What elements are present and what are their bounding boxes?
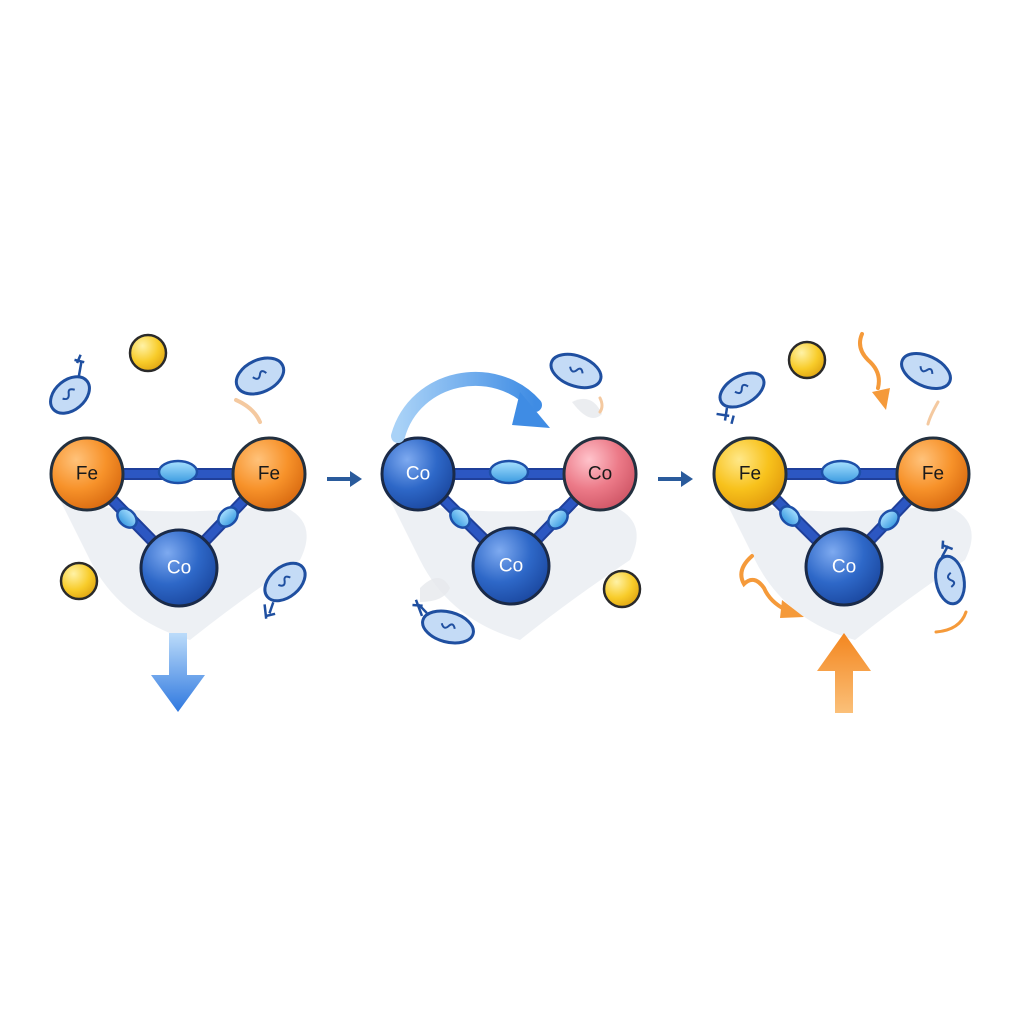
atom-label: Fe [258, 464, 280, 485]
bond-links [779, 459, 900, 531]
right-arrow-icon [658, 471, 693, 487]
atom-label: Co [832, 557, 856, 578]
down-arrow-icon [151, 633, 205, 712]
microbe-icon [934, 540, 966, 606]
yellow-particle [128, 333, 168, 373]
atom-co-bottom: Co [139, 528, 219, 608]
squiggle-arrow-icon [858, 332, 890, 410]
stage-2: Co Co Co [380, 352, 642, 645]
atom-label: Co [167, 558, 191, 579]
bond-links [449, 459, 569, 530]
microbe-icon [900, 352, 952, 390]
microbe-icon [549, 352, 603, 390]
yellow-particle [59, 561, 99, 601]
right-arrow-icon [327, 471, 362, 487]
atom-fe-right: Fe [231, 436, 307, 512]
motion-trail [598, 396, 604, 414]
microbe-icon [234, 356, 286, 396]
microbe-icon [263, 561, 307, 619]
atom-fe-left: Fe [49, 436, 125, 512]
curved-arrow-icon [391, 371, 550, 443]
atom-label: Fe [922, 464, 944, 485]
atom-co-bottom: Co [471, 526, 551, 606]
microbe-icon [716, 371, 766, 425]
atom-fe-right: Fe [895, 436, 971, 512]
microbe-icon [412, 599, 475, 645]
atom-label: Fe [739, 464, 761, 485]
bond-links [116, 459, 239, 529]
atom-label: Co [406, 464, 430, 485]
yellow-particle [787, 340, 827, 380]
stage-1: Fe Fe Co [49, 333, 307, 712]
stage-3: Fe Fe Co [712, 332, 972, 713]
atom-label: Fe [76, 464, 98, 485]
atom-label: Co [499, 556, 523, 577]
motion-trail [934, 610, 968, 634]
squiggle-arrow-icon [739, 554, 804, 618]
motion-trail [572, 398, 602, 418]
atom-fe-left: Fe [712, 436, 788, 512]
yellow-particle [602, 569, 642, 609]
atom-label: Co [588, 464, 612, 485]
microbe-icon [49, 354, 91, 415]
motion-trail [926, 400, 940, 426]
up-arrow-icon [817, 633, 871, 713]
atom-co-right: Co [562, 436, 638, 512]
atom-co-bottom: Co [804, 527, 884, 607]
motion-trail [234, 398, 262, 424]
atom-co-left: Co [380, 436, 456, 512]
motion-trail [420, 578, 450, 602]
